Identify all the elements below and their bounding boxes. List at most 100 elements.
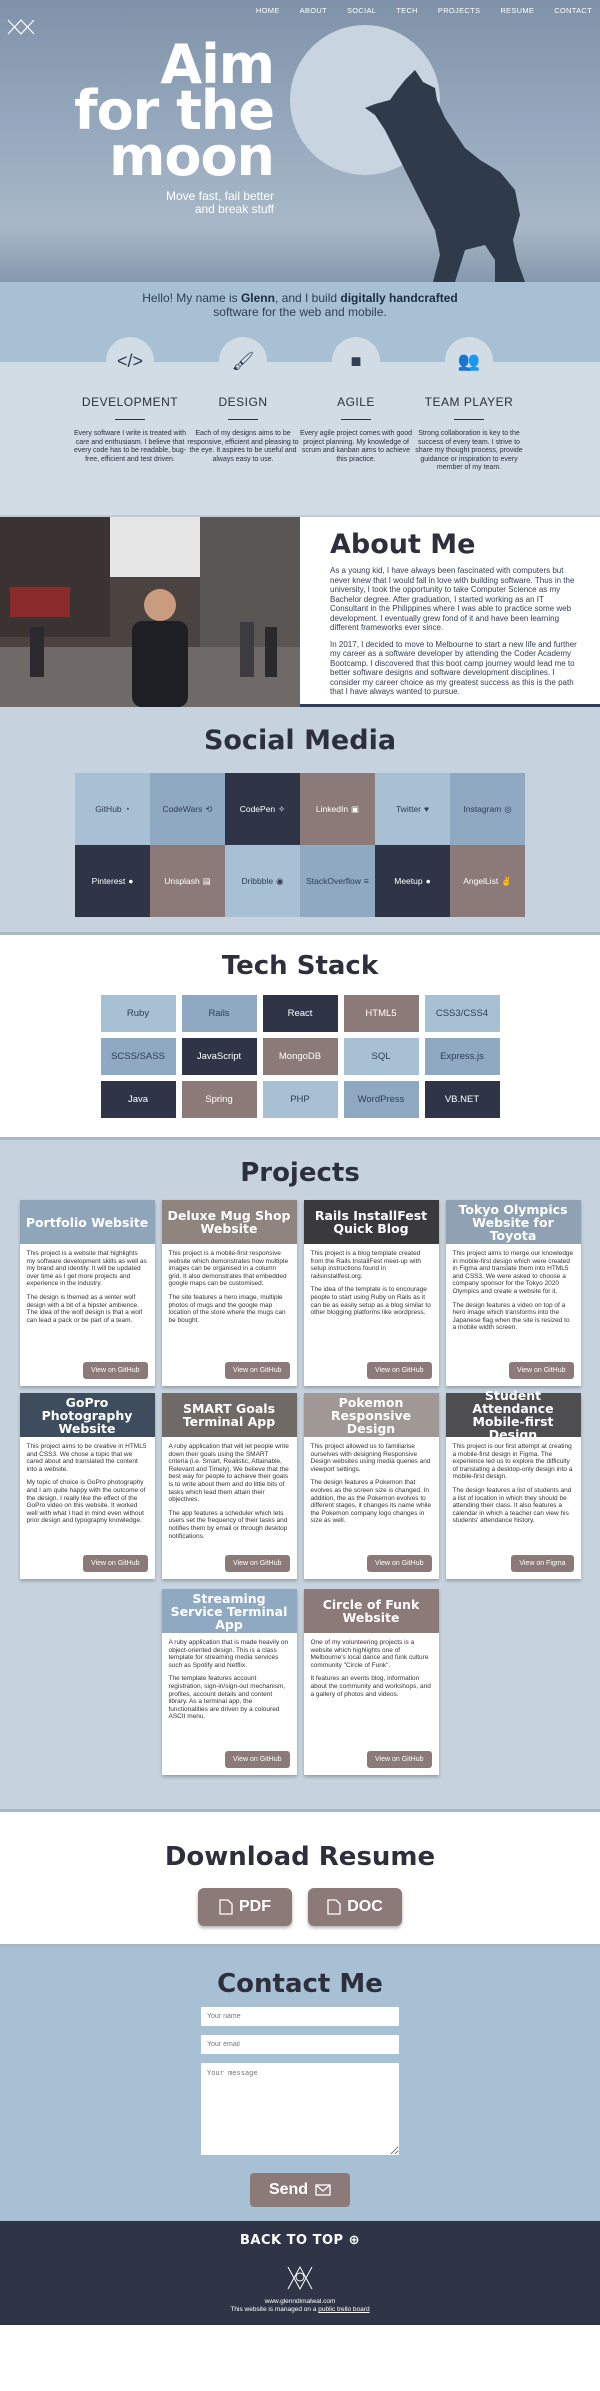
hero-title: Aim for the moon <box>74 38 275 184</box>
social-title: Social Media <box>203 725 397 756</box>
back-to-top-label: BACK TO TOP <box>240 2233 344 2248</box>
hero-tagline-line2: and break stuff <box>194 202 274 216</box>
intro-highlight: digitally handcrafted <box>340 290 458 305</box>
view-project-button[interactable]: View on Figma <box>511 1555 574 1572</box>
social-label: StackOverflow <box>306 876 361 886</box>
nav-social[interactable]: SOCIAL <box>346 6 377 15</box>
project-body: This project is a website that highlight… <box>20 1244 155 1324</box>
trello-link[interactable]: public trello board <box>318 2306 370 2313</box>
meetup-icon: ● <box>425 876 431 886</box>
view-project-button[interactable]: View on GitHub <box>508 1362 574 1379</box>
social-link-twitter[interactable]: Twitter♥ <box>375 773 450 845</box>
project-description: This project is our first attempt at cre… <box>452 1443 573 1481</box>
project-body: This project is a blog template created … <box>304 1244 439 1317</box>
codewars-icon: ⟲ <box>205 803 213 814</box>
email-field[interactable] <box>201 2035 399 2054</box>
view-project-button[interactable]: View on GitHub <box>366 1555 432 1572</box>
social-link-linkedin[interactable]: LinkedIn▣ <box>300 773 375 845</box>
project-title: SMART Goals Terminal App <box>161 1393 297 1437</box>
project-title: Circle of Funk Website <box>303 1589 439 1633</box>
social-link-codepen[interactable]: CodePen✧ <box>225 773 300 845</box>
social-link-pinterest[interactable]: Pinterest● <box>75 845 150 917</box>
project-card: SMART Goals Terminal App A ruby applicati… <box>161 1393 297 1579</box>
view-project-button[interactable]: View on GitHub <box>366 1362 432 1379</box>
social-link-meetup[interactable]: Meetup● <box>375 845 450 917</box>
project-description: It features an events blog, information … <box>310 1675 431 1698</box>
back-to-top-button[interactable]: BACK TO TOP ⊕ <box>0 2233 600 2248</box>
project-description: This project aims to be creative in HTML… <box>26 1443 147 1473</box>
brush-icon: 🖌 <box>219 337 267 385</box>
send-button[interactable]: Send <box>250 2173 350 2207</box>
nav-projects[interactable]: PROJECTS <box>437 6 481 15</box>
hero-section: HOME ABOUT SOCIAL TECH PROJECTS RESUME C… <box>0 0 600 282</box>
download-pdf-button[interactable]: PDF <box>198 1888 292 1926</box>
tech-item: SQL <box>343 1038 419 1075</box>
nav-tech[interactable]: TECH <box>396 6 418 15</box>
nav-home[interactable]: HOME <box>255 6 280 15</box>
project-description: The design features a list of students a… <box>452 1486 572 1525</box>
send-label: Send <box>268 2181 309 2198</box>
hero-title-line2: for the <box>74 79 275 142</box>
social-link-codewars[interactable]: CodeWars⟲ <box>150 773 225 845</box>
skill-text: Each of my designs aims to be responsive… <box>187 430 299 463</box>
skill-team-player: 👥 TEAM PLAYER Strong collaboration is ke… <box>404 337 534 473</box>
project-description: This project is a blog template created … <box>310 1250 422 1280</box>
instagram-icon: ◎ <box>504 803 512 814</box>
contact-title: Contact Me <box>217 1969 383 1999</box>
about-photo <box>0 517 300 707</box>
project-description: A ruby application that will let people … <box>168 1443 289 1504</box>
hero-title-line3: moon <box>109 125 275 188</box>
social-link-github[interactable]: GitHub◔ <box>75 773 150 845</box>
project-body: This project aims to merge our knowledge… <box>446 1244 581 1332</box>
project-description: My topic of choice is GoPro photography … <box>26 1479 146 1525</box>
project-body: One of my volunteering projects is a web… <box>304 1633 439 1698</box>
project-description: The idea of the template is to encourage… <box>310 1286 431 1317</box>
logo-icon[interactable] <box>6 18 36 36</box>
view-project-button[interactable]: View on GitHub <box>224 1751 290 1768</box>
tech-item: Java <box>100 1081 176 1118</box>
social-label: Meetup <box>394 876 423 886</box>
social-link-stackoverflow[interactable]: StackOverflow≡ <box>300 845 375 917</box>
social-link-unsplash[interactable]: Unsplash▤ <box>150 845 225 917</box>
name-field[interactable] <box>201 2007 399 2026</box>
skill-development: </> DEVELOPMENT Every software I write i… <box>65 337 195 464</box>
square-icon: ■ <box>332 337 380 385</box>
download-doc-button[interactable]: DOC <box>308 1888 402 1926</box>
social-grid: GitHub◔CodeWars⟲CodePen✧LinkedIn▣Twitter… <box>75 773 525 917</box>
nav-contact[interactable]: CONTACT <box>554 6 592 15</box>
angellist-icon: ✌ <box>501 875 512 886</box>
view-project-button[interactable]: View on GitHub <box>366 1751 432 1768</box>
view-project-button[interactable]: View on GitHub <box>82 1362 148 1379</box>
tech-item: Express.js <box>424 1038 500 1075</box>
view-project-button[interactable]: View on GitHub <box>224 1555 290 1572</box>
pinterest-icon: ● <box>128 876 134 886</box>
tech-item: SCSS/SASS <box>100 1038 176 1075</box>
linkedin-icon: ▣ <box>351 803 360 814</box>
social-link-angellist[interactable]: AngelList✌ <box>450 845 525 917</box>
intro-name: Glenn <box>240 290 275 305</box>
nav-about[interactable]: ABOUT <box>299 6 327 15</box>
pdf-file-icon <box>219 1899 233 1915</box>
tech-item: MongoDB <box>262 1038 338 1075</box>
social-section: Social Media GitHub◔CodeWars⟲CodePen✧Lin… <box>0 707 600 935</box>
message-field[interactable] <box>201 2063 399 2155</box>
nav-resume[interactable]: RESUME <box>500 6 535 15</box>
project-description: One of my volunteering projects is a web… <box>310 1639 429 1669</box>
dribbble-icon: ◉ <box>276 875 284 886</box>
social-link-instagram[interactable]: Instagram◎ <box>450 773 525 845</box>
intro-mid: , and I build <box>274 290 341 305</box>
about-text: About Me As a young kid, I have always b… <box>300 517 600 707</box>
view-project-button[interactable]: View on GitHub <box>224 1362 290 1379</box>
divider <box>115 419 145 420</box>
intro-banner: Hello! My name is Glenn, and I build dig… <box>0 282 600 327</box>
skill-text: Every agile project comes with good proj… <box>299 430 413 463</box>
social-label: Instagram <box>463 804 502 814</box>
view-project-button[interactable]: View on GitHub <box>82 1555 148 1572</box>
social-link-dribbble[interactable]: Dribbble◉ <box>225 845 300 917</box>
skill-text: Every software I write is treated with c… <box>73 430 187 463</box>
